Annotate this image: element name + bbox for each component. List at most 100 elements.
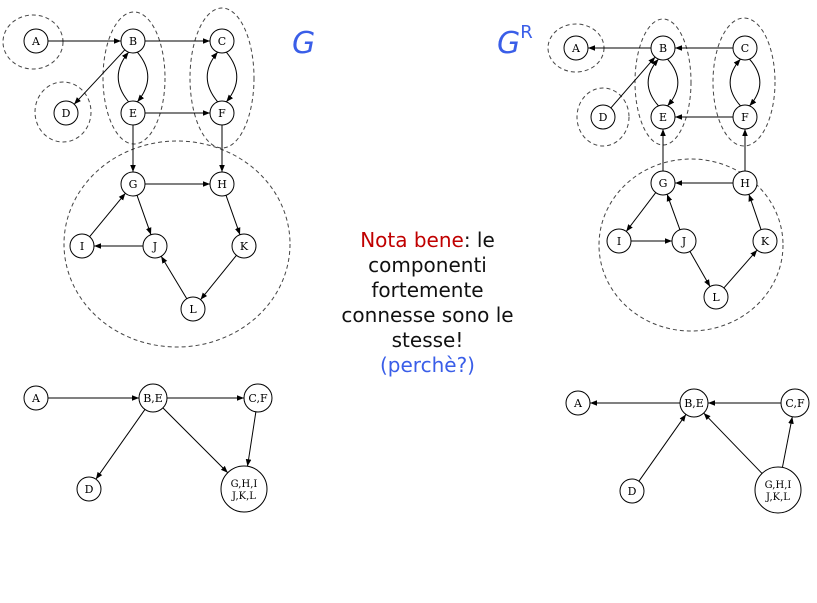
gr-edge-d-b (610, 56, 656, 109)
g-node-j-label: J (152, 240, 157, 253)
dag-gr-node-gl: G,H,IJ,K,L (754, 466, 802, 514)
note-question: (perchè?) (380, 353, 475, 377)
scc-d-outline (34, 81, 92, 143)
dag-gr-edge-d-be (638, 414, 687, 482)
g-edge-i-g (89, 192, 126, 238)
gr-node-l: L (703, 284, 729, 310)
dag-g-edge-be-d (95, 409, 146, 480)
g-node-f: F (209, 100, 235, 126)
g-node-l-label: L (189, 303, 197, 316)
dag-g-node-gl-label-1: G,H,I (231, 479, 258, 490)
dag-g-node-a-label: A (31, 392, 41, 405)
g-node-k: K (231, 233, 257, 259)
note-highlight: Nota bene (360, 228, 464, 252)
g-node-i: I (69, 233, 95, 259)
g-node-g: G (120, 171, 146, 197)
note-body: : le componenti fortemente connesse sono… (341, 228, 514, 352)
dag-g-edge-be-gl (162, 407, 229, 474)
g-edge-b-d (73, 49, 126, 105)
dag-gr-edge-gl-be (703, 412, 763, 474)
scc-d-outline-r (576, 87, 630, 147)
scc-a-outline (2, 14, 64, 70)
graph-g-title: G (292, 26, 315, 61)
gr-node-d: D (590, 104, 616, 130)
scc-cf-outline-r (712, 17, 776, 147)
gr-node-f: F (732, 104, 758, 130)
scc-be-outline-r (634, 18, 692, 146)
dag-gr-node-cf-label: C,F (785, 397, 805, 410)
gr-edge-c-f (749, 58, 761, 107)
g-node-e-label: E (129, 107, 137, 120)
dag-g-node-be-label: B,E (143, 392, 163, 405)
gr-node-j-label: J (681, 235, 686, 248)
g-edge-k-l (200, 255, 237, 300)
gr-edge-f-c (729, 58, 741, 107)
edges-layer (48, 38, 794, 482)
gr-node-i: I (606, 228, 632, 254)
dag-gr-node-gl-label-2: J,K,L (765, 492, 790, 503)
g-node-d: D (53, 100, 79, 126)
gr-node-b-label: B (659, 42, 667, 55)
dag-g-node-a: A (23, 385, 49, 411)
g-node-c-label: C (218, 35, 226, 48)
gr-node-l-label: L (712, 291, 720, 304)
gr-node-i-label: I (617, 235, 621, 248)
g-node-a-label: A (31, 35, 41, 48)
gr-node-j: J (671, 228, 697, 254)
dag-g-node-gl: G,H,IJ,K,L (220, 465, 268, 513)
gr-node-h: H (732, 170, 758, 196)
gr-node-h-label: H (740, 177, 750, 190)
g-node-k-label: K (240, 240, 249, 253)
graph-gr-title: GR (497, 22, 533, 61)
g-node-b: B (120, 28, 146, 54)
dag-g-node-cf: C,F (243, 383, 273, 413)
dag-gr-node-d-label: D (628, 485, 637, 498)
g-node-a: A (23, 28, 49, 54)
dag-gr-edge-gl-cf (781, 416, 794, 468)
g-edge-g-j (136, 195, 152, 235)
g-node-i-label: I (80, 240, 84, 253)
gr-edge-e-b (647, 58, 659, 107)
gr-node-f-label: F (741, 111, 749, 124)
dag-g-node-d: D (76, 476, 102, 502)
gr-edge-l-k (723, 249, 758, 289)
gr-node-g-label: G (659, 177, 668, 190)
dag-gr-node-gl-label-1: G,H,I (765, 480, 792, 491)
dag-gr-node-d: D (619, 478, 645, 504)
scc-ghijkl-outline (63, 140, 291, 348)
g-edge-c-f (225, 51, 238, 103)
gr-node-a-label: A (571, 42, 581, 55)
g-edge-h-k (225, 195, 241, 235)
gr-edge-k-h (748, 194, 762, 230)
gr-node-b: B (650, 35, 676, 61)
gr-node-c: C (732, 35, 758, 61)
g-node-c: C (209, 28, 235, 54)
g-node-h-label: H (217, 178, 227, 191)
scc-be-outline (102, 11, 166, 145)
g-node-h: H (209, 171, 235, 197)
gr-node-e: E (650, 104, 676, 130)
graph-g-title-text: G (292, 26, 316, 61)
scc-cf-outline (189, 7, 255, 149)
g-node-l: L (180, 296, 206, 322)
gr-edge-b-e (667, 58, 679, 107)
g-node-d-label: D (62, 107, 71, 120)
gr-edge-g-i (625, 192, 657, 232)
dag-gr-node-cf: C,F (780, 388, 810, 418)
gr-node-e-label: E (659, 111, 667, 124)
dag-gr-node-be: B,E (679, 388, 709, 418)
dag-gr-node-a: A (565, 390, 591, 416)
g-edge-e-b (117, 51, 130, 103)
note-text: Nota bene: le componenti fortemente conn… (325, 228, 530, 378)
g-edge-f-c (206, 51, 219, 103)
g-node-e: E (120, 100, 146, 126)
gr-edge-j-l (689, 251, 711, 287)
g-node-g-label: G (129, 178, 138, 191)
gr-node-k-label: K (761, 235, 770, 248)
dag-g-node-gl-label-2: J,K,L (231, 491, 256, 502)
dag-gr-node-a-label: A (573, 397, 583, 410)
gr-edge-j-g (666, 194, 681, 230)
gr-node-d-label: D (599, 111, 608, 124)
gr-node-c-label: C (741, 42, 749, 55)
